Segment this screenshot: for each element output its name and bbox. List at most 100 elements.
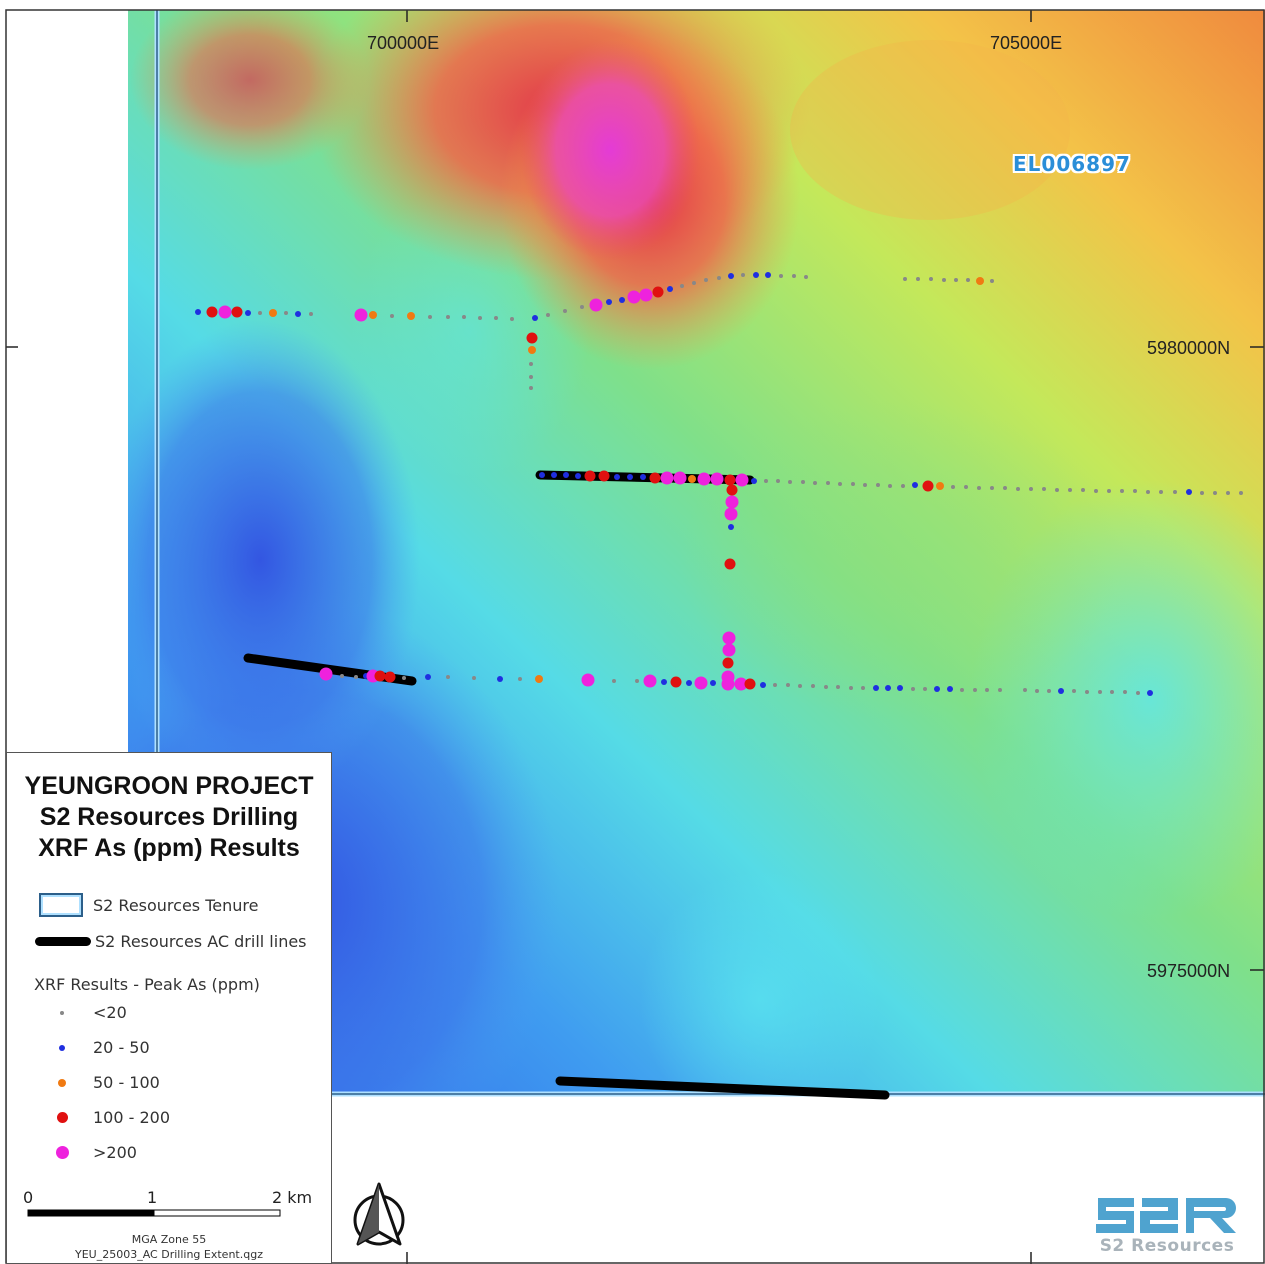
xrf-sample-point[interactable] [319, 667, 333, 681]
xrf-sample-point[interactable] [942, 278, 946, 282]
xrf-sample-point[interactable] [510, 317, 514, 321]
xrf-sample-point[interactable] [581, 673, 595, 687]
xrf-sample-point[interactable] [340, 674, 344, 678]
xrf-sample-point[interactable] [407, 312, 415, 320]
xrf-sample-point[interactable] [446, 315, 450, 319]
xrf-sample-point[interactable] [589, 298, 603, 312]
xrf-sample-point[interactable] [680, 284, 684, 288]
xrf-sample-point[interactable] [911, 687, 915, 691]
xrf-sample-point[interactable] [741, 273, 745, 277]
xrf-sample-point[interactable] [966, 278, 970, 282]
xrf-sample-point[interactable] [876, 483, 880, 487]
xrf-sample-point[interactable] [863, 483, 867, 487]
xrf-sample-point[interactable] [529, 375, 533, 379]
xrf-sample-point[interactable] [1226, 491, 1230, 495]
xrf-sample-point[interactable] [390, 314, 394, 318]
xrf-sample-point[interactable] [1110, 690, 1114, 694]
xrf-sample-point[interactable] [838, 482, 842, 486]
xrf-sample-point[interactable] [1085, 690, 1089, 694]
xrf-sample-point[interactable] [916, 277, 920, 281]
xrf-sample-point[interactable] [849, 686, 853, 690]
xrf-sample-point[interactable] [1029, 487, 1033, 491]
xrf-sample-point[interactable] [776, 479, 780, 483]
xrf-sample-point[interactable] [563, 309, 567, 313]
xrf-sample-point[interactable] [1120, 489, 1124, 493]
xrf-sample-point[interactable] [985, 688, 989, 692]
xrf-sample-point[interactable] [269, 309, 277, 317]
xrf-sample-point[interactable] [643, 674, 657, 688]
xrf-sample-point[interactable] [1200, 491, 1204, 495]
xrf-sample-point[interactable] [1068, 488, 1072, 492]
xrf-sample-point[interactable] [726, 484, 738, 496]
xrf-sample-point[interactable] [773, 683, 777, 687]
xrf-sample-point[interactable] [529, 386, 533, 390]
xrf-sample-point[interactable] [951, 485, 955, 489]
xrf-sample-point[interactable] [744, 678, 756, 690]
xrf-sample-point[interactable] [710, 680, 716, 686]
xrf-sample-point[interactable] [584, 470, 596, 482]
xrf-sample-point[interactable] [735, 473, 749, 487]
xrf-sample-point[interactable] [612, 679, 616, 683]
xrf-sample-point[interactable] [614, 474, 620, 480]
xrf-sample-point[interactable] [446, 675, 450, 679]
xrf-sample-point[interactable] [1146, 490, 1150, 494]
xrf-sample-point[interactable] [1098, 690, 1102, 694]
xrf-sample-point[interactable] [640, 474, 646, 480]
xrf-sample-point[interactable] [1047, 689, 1051, 693]
xrf-sample-point[interactable] [964, 485, 968, 489]
xrf-sample-point[interactable] [912, 482, 918, 488]
xrf-sample-point[interactable] [539, 472, 545, 478]
xrf-sample-point[interactable] [788, 480, 792, 484]
xrf-sample-point[interactable] [688, 475, 696, 483]
xrf-sample-point[interactable] [722, 657, 734, 669]
xrf-sample-point[interactable] [722, 643, 736, 657]
xrf-sample-point[interactable] [649, 472, 661, 484]
xrf-sample-point[interactable] [888, 484, 892, 488]
xrf-sample-point[interactable] [1136, 691, 1140, 695]
xrf-sample-point[interactable] [670, 676, 682, 688]
xrf-sample-point[interactable] [724, 474, 736, 486]
xrf-sample-point[interactable] [1016, 487, 1020, 491]
xrf-sample-point[interactable] [1213, 491, 1217, 495]
xrf-sample-point[interactable] [934, 686, 940, 692]
xrf-sample-point[interactable] [724, 507, 738, 521]
xrf-sample-point[interactable] [798, 684, 802, 688]
xrf-sample-point[interactable] [923, 687, 927, 691]
xrf-sample-point[interactable] [976, 277, 984, 285]
xrf-sample-point[interactable] [497, 676, 503, 682]
xrf-sample-point[interactable] [284, 311, 288, 315]
xrf-sample-point[interactable] [532, 315, 538, 321]
xrf-sample-point[interactable] [873, 685, 879, 691]
xrf-sample-point[interactable] [936, 482, 944, 490]
xrf-sample-point[interactable] [529, 362, 533, 366]
xrf-sample-point[interactable] [704, 278, 708, 282]
xrf-sample-point[interactable] [546, 313, 550, 317]
xrf-sample-point[interactable] [667, 286, 673, 292]
xrf-sample-point[interactable] [354, 675, 358, 679]
xrf-sample-point[interactable] [462, 315, 466, 319]
xrf-sample-point[interactable] [826, 481, 830, 485]
xrf-sample-point[interactable] [922, 480, 934, 492]
xrf-sample-point[interactable] [652, 286, 664, 298]
xrf-sample-point[interactable] [861, 686, 865, 690]
xrf-sample-point[interactable] [686, 680, 692, 686]
xrf-sample-point[interactable] [231, 306, 243, 318]
xrf-sample-point[interactable] [369, 311, 377, 319]
xrf-sample-point[interactable] [195, 309, 201, 315]
xrf-sample-point[interactable] [851, 482, 855, 486]
xrf-sample-point[interactable] [728, 524, 734, 530]
xrf-sample-point[interactable] [1186, 489, 1192, 495]
xrf-sample-point[interactable] [717, 276, 721, 280]
xrf-sample-point[interactable] [786, 683, 790, 687]
xrf-sample-point[interactable] [692, 281, 696, 285]
xrf-sample-point[interactable] [218, 305, 232, 319]
xrf-sample-point[interactable] [1055, 488, 1059, 492]
xrf-sample-point[interactable] [903, 277, 907, 281]
xrf-sample-point[interactable] [384, 671, 396, 683]
xrf-sample-point[interactable] [753, 272, 759, 278]
xrf-sample-point[interactable] [1058, 688, 1064, 694]
xrf-sample-point[interactable] [551, 472, 557, 478]
xrf-sample-point[interactable] [627, 474, 633, 480]
xrf-sample-point[interactable] [472, 676, 476, 680]
